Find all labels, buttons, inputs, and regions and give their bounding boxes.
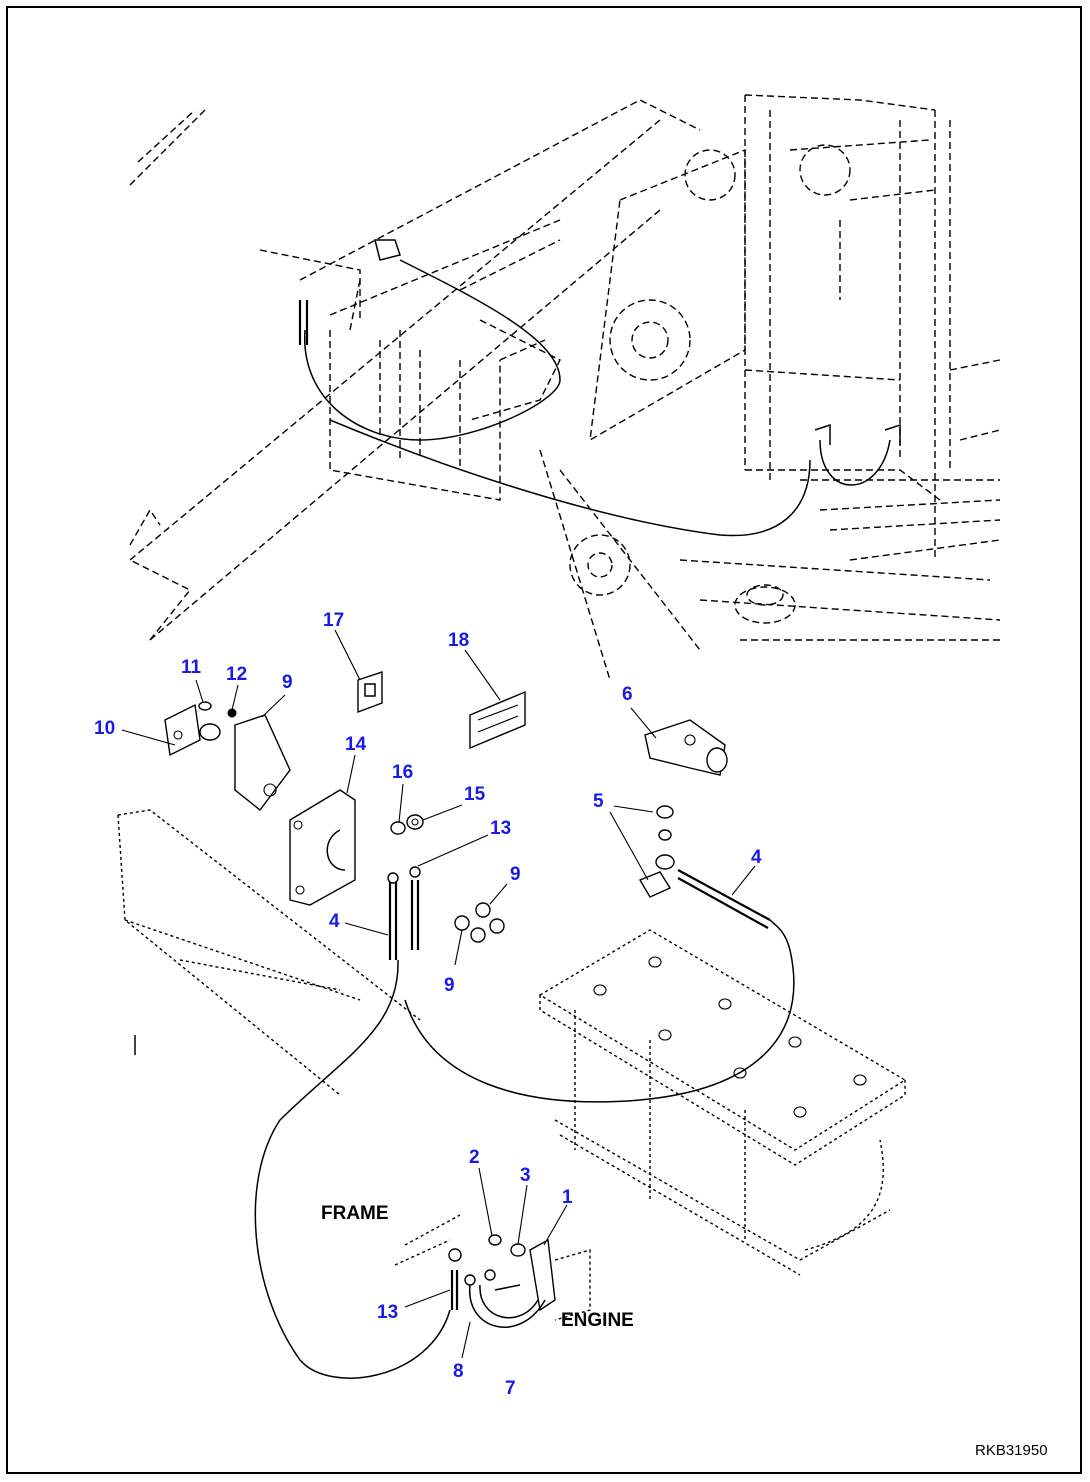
callout-6: 6 [622,684,633,705]
drawing-code: RKB31950 [975,1442,1048,1459]
callout-1: 1 [562,1187,573,1208]
part-4-ground-cable [254,866,795,1379]
callout-8: 8 [453,1361,464,1382]
part-9-cluster [454,902,505,943]
callout-4-left: 4 [329,911,340,932]
part-6-cap [644,719,728,776]
callout-3: 3 [520,1165,531,1186]
part-14-bracket [289,789,356,906]
leader-lines [121,629,756,1359]
callout-9-right: 9 [510,864,521,885]
callout-17: 17 [323,610,344,631]
callout-18: 18 [448,630,469,651]
part-5-terminal-stud [638,805,771,929]
callout-9-bottom: 9 [444,975,455,996]
callout-11: 11 [181,657,202,678]
part-10-connector [164,703,221,757]
callout-14: 14 [345,734,367,755]
frame-label: FRAME [321,1203,389,1224]
part-11-12-fasteners [198,701,237,718]
callout-16: 16 [392,762,413,783]
machine-phantom-outline [129,94,1001,681]
engine-ground-strap [394,1214,591,1328]
callout-13-bottom: 13 [377,1302,398,1323]
upper-harness-cable [298,239,901,537]
callout-9-top: 9 [282,672,293,693]
right-frame-box [538,929,907,1276]
callout-4-right: 4 [751,847,762,868]
part-18-label [469,690,526,750]
callout-12: 12 [226,664,247,685]
drawing-border [6,6,1082,1474]
part-9-cap [234,714,291,811]
engine-label: ENGINE [561,1310,634,1331]
callout-10: 10 [94,718,115,739]
left-frame-block [117,809,421,1096]
callout-13-top: 13 [490,818,511,839]
callout-2: 2 [469,1147,480,1168]
callout-7: 7 [505,1378,516,1399]
callout-15: 15 [464,784,486,805]
part-17-decal [357,671,383,714]
part-15-16-washers [390,814,424,835]
callout-5: 5 [593,791,604,812]
